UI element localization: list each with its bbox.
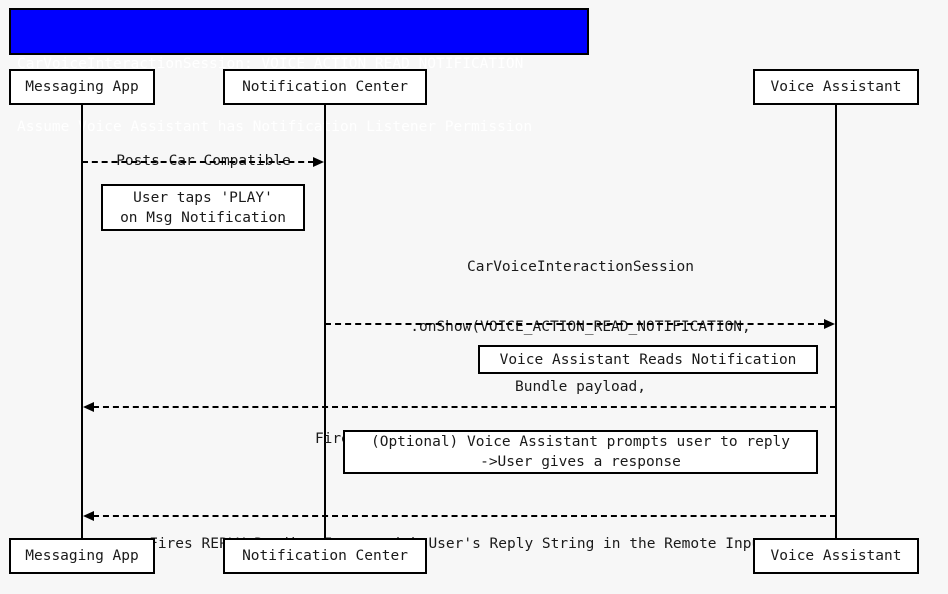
participant-label: Voice Assistant	[770, 548, 902, 564]
note-line-2: ->User gives a response	[480, 454, 681, 470]
note-user-taps-play: User taps 'PLAY' on Msg Notification	[101, 184, 305, 231]
diagram-title-line-1: CarVoiceInteractionSession: VOICE_ACTION…	[17, 56, 524, 72]
note-line-1: Voice Assistant Reads Notification	[499, 351, 797, 368]
message-arrow-on-show-read-notification	[325, 323, 824, 325]
message-arrow-posts-car-compatible-notification	[82, 161, 314, 163]
arrowhead-left-icon	[83, 511, 94, 521]
participant-bottom-notification-center[interactable]: Notification Center	[223, 538, 427, 574]
participant-top-notification-center[interactable]: Notification Center	[223, 69, 427, 105]
message-label-line-3: Bundle payload,	[515, 379, 646, 395]
participant-label: Messaging App	[25, 548, 139, 564]
arrowhead-right-icon	[824, 319, 835, 329]
participant-label: Notification Center	[242, 79, 408, 95]
lifeline-voice-assistant	[835, 104, 837, 538]
note-optional-prompts-user-to-reply: (Optional) Voice Assistant prompts user …	[343, 430, 818, 474]
lifeline-messaging-app	[81, 104, 83, 538]
participant-top-voice-assistant[interactable]: Voice Assistant	[753, 69, 919, 105]
message-label-line-1: Fires REPLY Pending Intent with User's R…	[149, 536, 769, 552]
arrowhead-left-icon	[83, 402, 94, 412]
diagram-title-box: CarVoiceInteractionSession: VOICE_ACTION…	[9, 8, 589, 135]
message-label-fires-reply-pending-intent: Fires REPLY Pending Intent with User's R…	[82, 494, 836, 594]
note-line-2: on Msg Notification	[120, 209, 286, 226]
arrowhead-right-icon	[313, 157, 324, 167]
participant-label: Notification Center	[242, 548, 408, 564]
participant-bottom-voice-assistant[interactable]: Voice Assistant	[753, 538, 919, 574]
diagram-title-line-2: Assume Voice Assistant has Notification …	[17, 119, 533, 135]
participant-label: Voice Assistant	[770, 79, 902, 95]
message-arrow-fires-reply-pending-intent	[93, 515, 836, 517]
message-label-line-2: .onShow(VOICE_ACTION_READ_NOTIFICATION,	[410, 319, 751, 335]
lifeline-notification-center	[324, 104, 326, 538]
note-line-1: User taps 'PLAY'	[133, 189, 273, 206]
note-voice-assistant-reads-notification: Voice Assistant Reads Notification	[478, 345, 818, 374]
message-label-line-1: CarVoiceInteractionSession	[467, 259, 694, 275]
participant-bottom-messaging-app[interactable]: Messaging App	[9, 538, 155, 574]
note-line-1: (Optional) Voice Assistant prompts user …	[370, 434, 791, 450]
participant-label: Messaging App	[25, 79, 139, 95]
participant-top-messaging-app[interactable]: Messaging App	[9, 69, 155, 105]
message-arrow-fires-mark-as-read-pending-intent	[93, 406, 836, 408]
